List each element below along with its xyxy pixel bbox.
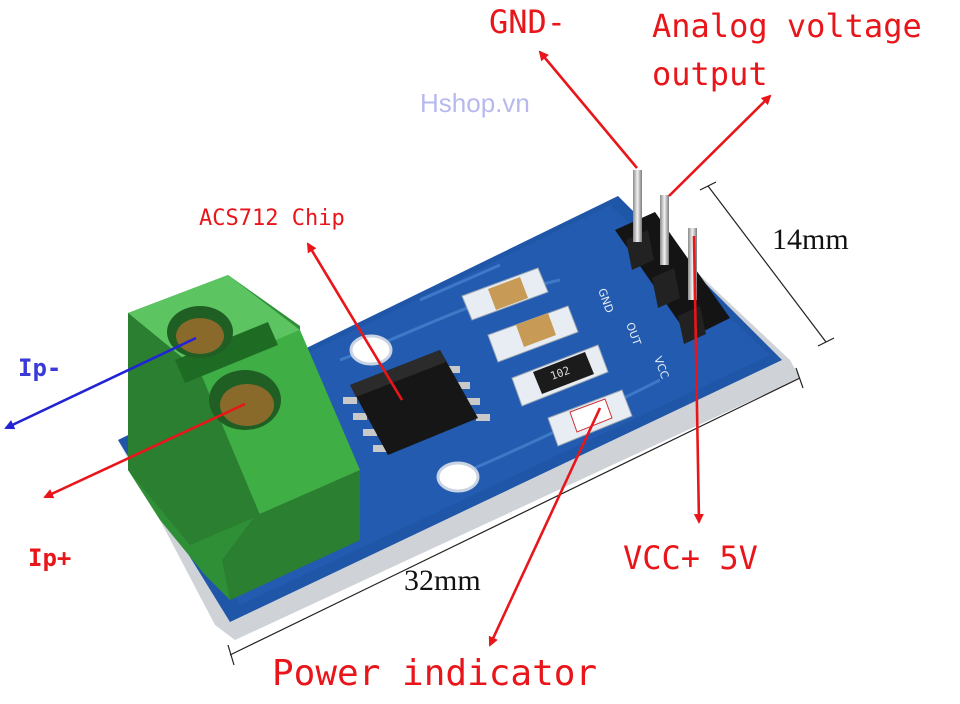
resistor: 102 [511,344,609,407]
label-ip-minus: Ip- [18,354,62,382]
power-led [547,389,633,447]
arrow-gnd [538,50,638,169]
watermark: Hshop.vn [420,88,530,118]
mounting-hole [436,461,480,493]
label-width-dim: 14mm [772,223,849,256]
resistor-code: 102 [549,364,572,383]
label-gnd: GND- [489,3,567,41]
label-analog-line1: Analog voltage [652,7,922,45]
arrow-analog [668,94,772,197]
label-analog-line2: output [652,55,768,93]
capacitor [487,305,579,363]
label-length-dim: 32mm [404,564,481,597]
screw-terminal [128,275,360,600]
label-power-indicator: Power indicator [272,653,598,694]
dim-line-32mm [229,377,801,656]
label-ip-plus: Ip+ [28,544,72,572]
arrow-ip-minus [4,336,197,430]
arrow-chip [306,242,404,401]
arrow-ip-plus [43,402,246,499]
arrow-power [488,407,602,647]
dim-line-14mm [707,185,827,343]
arrow-vcc [692,235,704,524]
acs712-chip [343,350,490,455]
pin-header [615,170,730,344]
label-vcc: VCC+ 5V [623,539,758,577]
capacitor [461,267,549,321]
label-chip: ACS712 Chip [199,206,345,231]
